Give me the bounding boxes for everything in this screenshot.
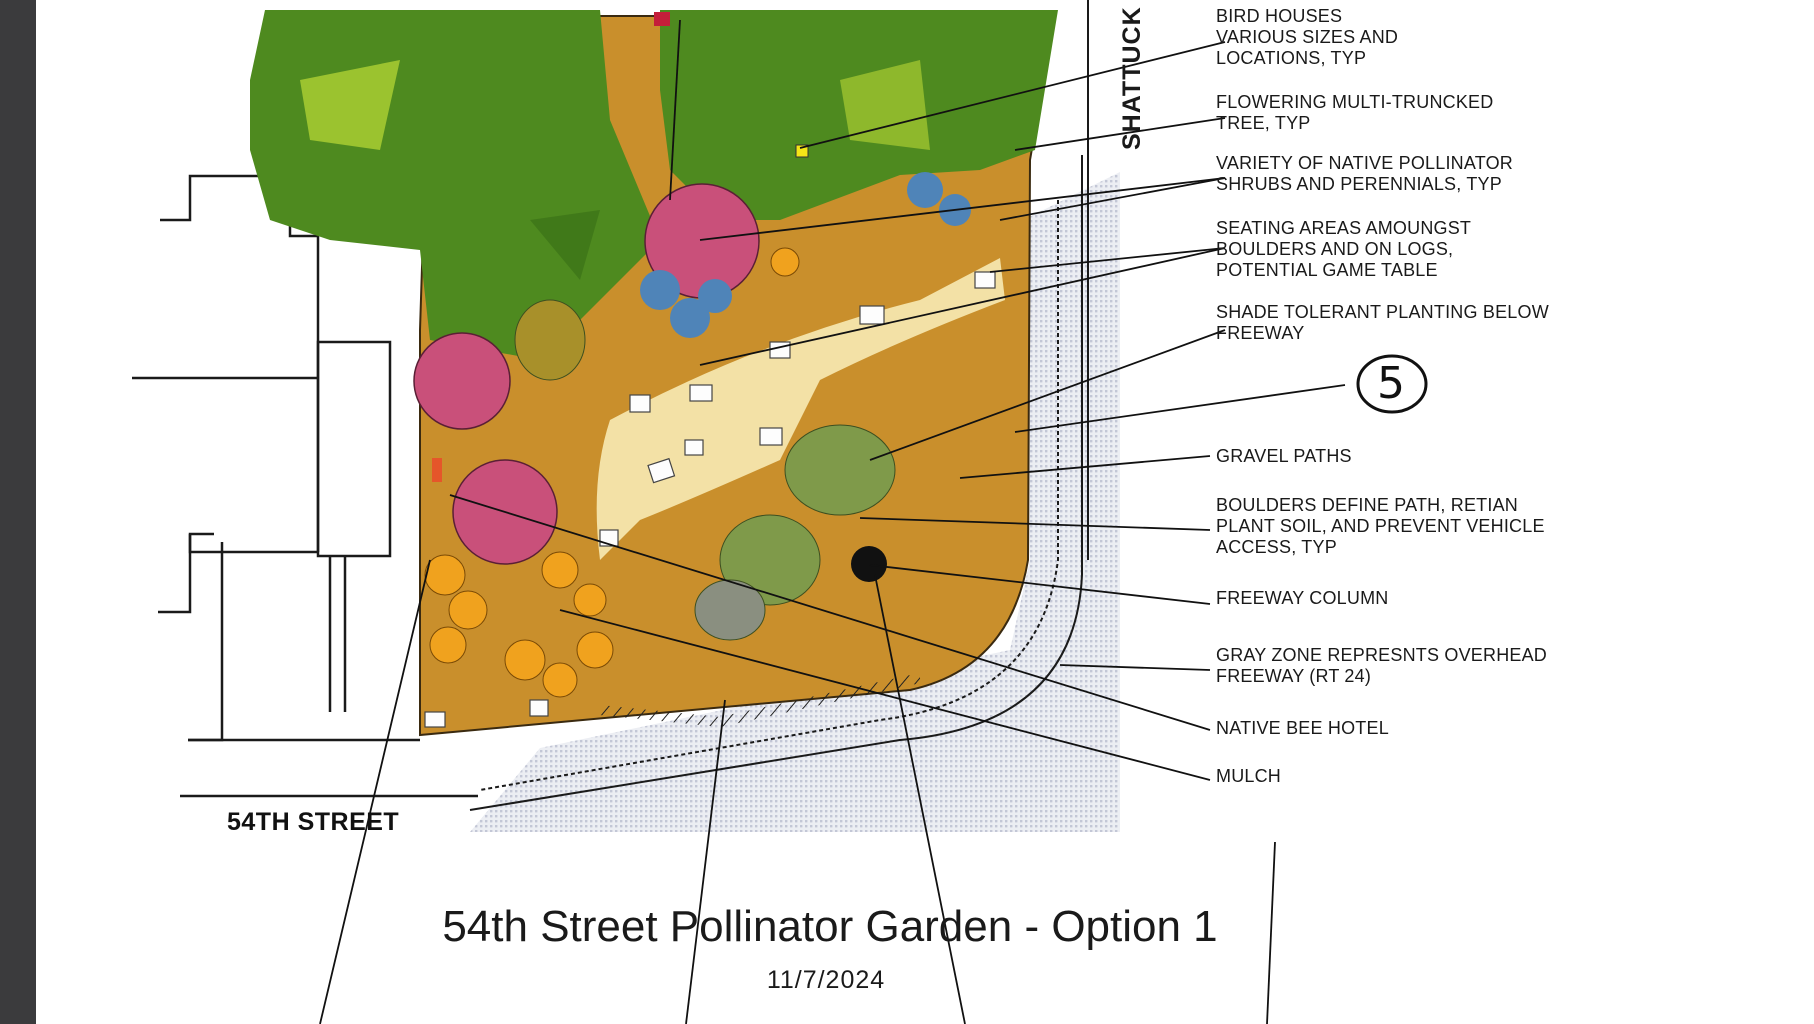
bird-house-marker	[654, 12, 670, 26]
callout-gravel-paths: GRAVEL PATHS	[1216, 446, 1352, 466]
boulders	[424, 271, 996, 728]
callout-native-shrubs: VARIETY OF NATIVE POLLINATOR SHRUBS AND …	[1216, 153, 1514, 194]
flowering-trees	[413, 183, 760, 565]
drawing-title: 54th Street Pollinator Garden - Option 1	[442, 902, 1218, 951]
tree-canopy	[250, 10, 1058, 360]
callout-seating-areas: SEATING AREAS AMOUNGST BOULDERS AND ON L…	[1216, 218, 1472, 280]
street-label-shattuck: SHATTUCK	[1118, 6, 1146, 150]
callout-mulch: MULCH	[1216, 766, 1282, 786]
freeway-column-marker	[851, 546, 887, 582]
bird-house-marker-yellow	[795, 144, 809, 158]
bee-hotel-marker	[432, 458, 442, 482]
drawing-date: 11/7/2024	[766, 966, 886, 994]
hatched-edge	[599, 673, 922, 728]
street-label-54th: 54TH STREET	[227, 808, 400, 836]
orange-shrubs	[424, 247, 800, 698]
gravel-path-area	[596, 258, 1005, 560]
callout-shade-planting: SHADE TOLERANT PLANTING BELOW FREEWAY	[1216, 302, 1549, 343]
shade-tolerant-planting	[514, 299, 896, 641]
callout-freeway-column: FREEWAY COLUMN	[1216, 588, 1389, 608]
viewer-scrollbar-edge	[0, 0, 36, 1024]
callout-flowering-tree: FLOWERING MULTI-TRUNCKED TREE, TYP	[1216, 92, 1494, 133]
callout-bee-hotel: NATIVE BEE HOTEL	[1216, 718, 1389, 738]
leader-lines	[319, 19, 1346, 1024]
adjacent-building-outline	[132, 174, 478, 798]
callout-boulders: BOULDERS DEFINE PATH, RETIAN PLANT SOIL,…	[1216, 495, 1545, 557]
callout-bird-houses: BIRD HOUSES VARIOUS SIZES AND LOCATIONS,…	[1216, 6, 1399, 68]
callout-gray-zone: GRAY ZONE REPRESNTS OVERHEAD FREEWAY (RT…	[1216, 645, 1547, 686]
sheet-number: 5	[1377, 358, 1405, 409]
sheet-number-circle	[1356, 354, 1428, 414]
